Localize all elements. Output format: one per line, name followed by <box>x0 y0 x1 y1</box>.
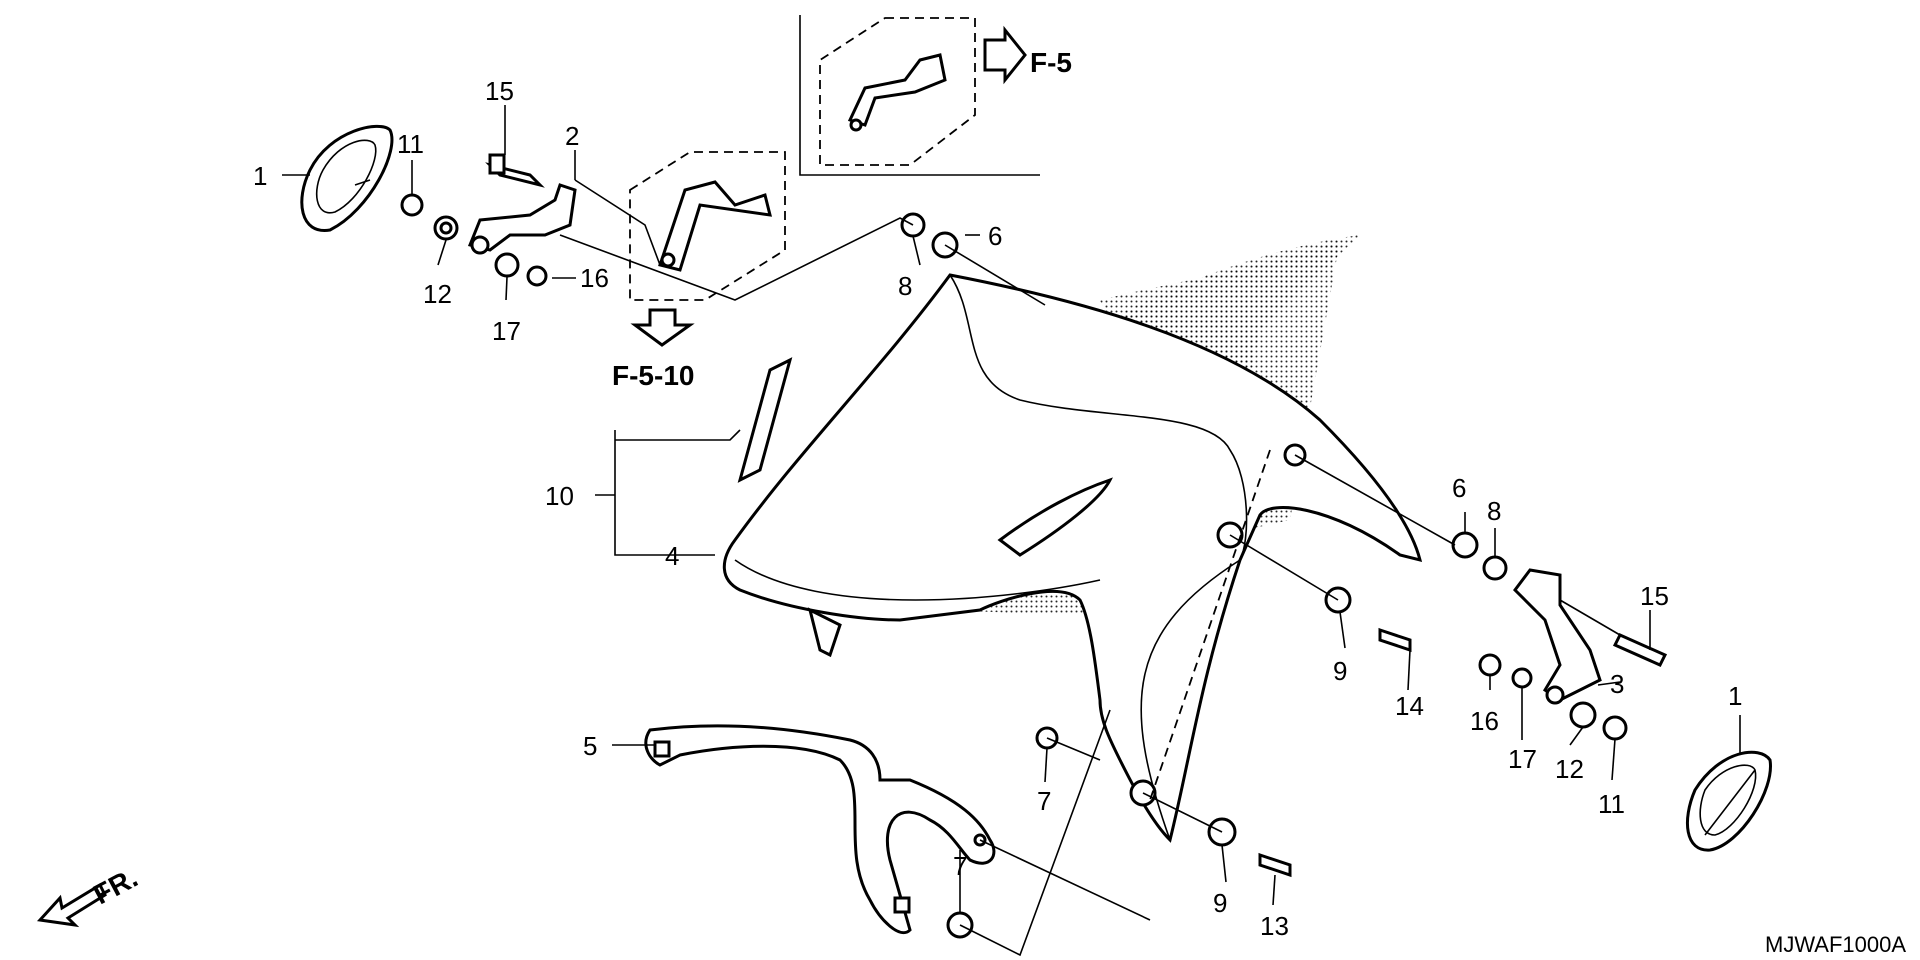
arrow-right-icon <box>983 25 1027 85</box>
fender-decal <box>737 357 793 483</box>
ref-f5-10: F-5-10 <box>612 360 694 391</box>
callout-12-right: 12 <box>1555 754 1584 784</box>
callout-16-left: 16 <box>580 263 609 293</box>
callout-13: 13 <box>1260 911 1289 941</box>
ref-f5: F-5 <box>1030 47 1072 78</box>
direction-arrow-icon <box>36 882 107 928</box>
callout-7-a: 7 <box>1037 786 1051 816</box>
callout-9-a: 9 <box>1333 656 1347 686</box>
left-hardware <box>400 153 959 287</box>
leader-lines <box>282 174 1621 957</box>
callout-6-right: 6 <box>1452 473 1466 503</box>
callout-14: 14 <box>1395 691 1424 721</box>
callout-17-right: 17 <box>1508 744 1537 774</box>
direction-label: FR. <box>88 862 142 911</box>
callout-5: 5 <box>583 731 597 761</box>
callout-2: 2 <box>565 121 579 151</box>
callout-10: 10 <box>545 481 574 511</box>
callout-6-top: 6 <box>988 221 1002 251</box>
callout-17-left: 17 <box>492 316 521 346</box>
callout-16-right: 16 <box>1470 706 1499 736</box>
callout-8-top: 8 <box>898 271 912 301</box>
reflector-right <box>1685 750 1772 852</box>
callout-15-left: 15 <box>485 76 514 106</box>
callout-12-left: 12 <box>423 279 452 309</box>
callout-9-b: 9 <box>1213 888 1227 918</box>
callout-1-right: 1 <box>1728 681 1742 711</box>
callout-3: 3 <box>1610 669 1624 699</box>
reflector-left <box>300 124 394 232</box>
callout-8-right: 8 <box>1487 496 1501 526</box>
callout-stubs <box>411 105 1741 913</box>
callout-4: 4 <box>665 541 679 571</box>
callout-11-left: 11 <box>397 129 424 159</box>
inset-reference-box <box>799 15 1040 176</box>
front-fender <box>722 273 1423 843</box>
callout-11-right: 11 <box>1598 789 1625 819</box>
left-stay-reference-box <box>629 151 786 301</box>
fender-stay <box>644 724 996 935</box>
callout-15-right: 15 <box>1640 581 1669 611</box>
diagram-code: MJWAF1000A <box>1765 932 1906 957</box>
arrow-down-icon <box>630 308 695 347</box>
callout-1-left: 1 <box>253 161 267 191</box>
